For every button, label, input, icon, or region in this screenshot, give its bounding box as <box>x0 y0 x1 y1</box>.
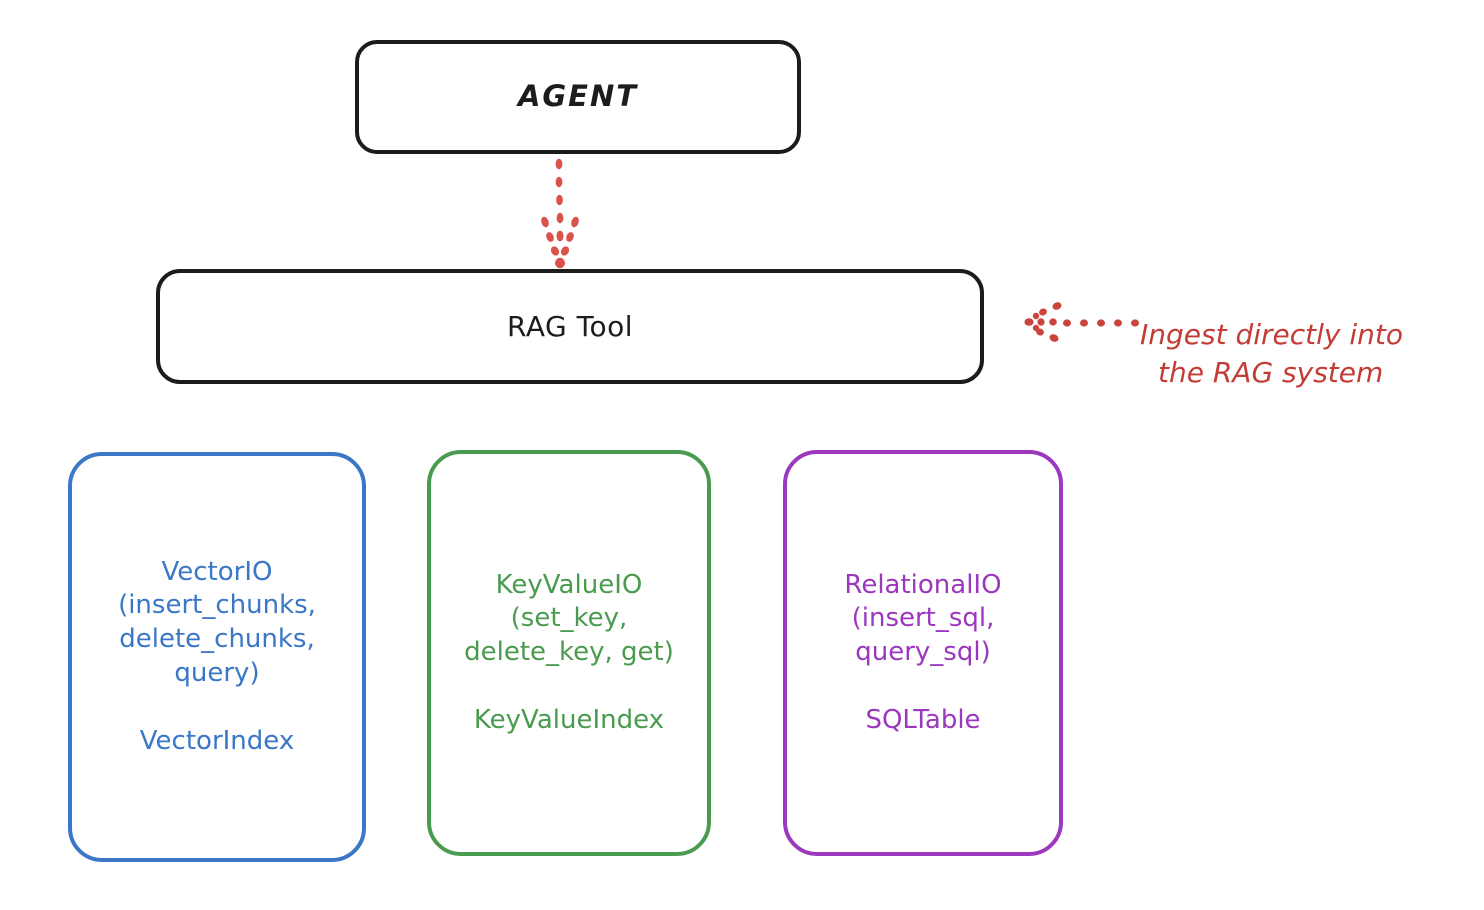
agent-to-rag-tool-arrow-icon <box>541 158 579 269</box>
node-rag-tool[interactable]: RAG Tool <box>156 269 984 384</box>
node-key-value-io-label: KeyValueIO (set_key, delete_key, get) Ke… <box>464 569 674 735</box>
node-agent[interactable]: AGENT <box>355 40 801 154</box>
node-vector-io-label: VectorIO (insert_chunks, delete_chunks, … <box>118 556 316 756</box>
ingest-annotation-line-1: Ingest directly into <box>1140 317 1404 351</box>
ingest-to-rag-tool-arrow-icon <box>1024 302 1139 342</box>
node-rag-tool-label: RAG Tool <box>507 309 633 343</box>
node-relational-io[interactable]: RelationalIO (insert_sql, query_sql) SQL… <box>783 450 1063 856</box>
node-agent-label: AGENT <box>517 79 639 114</box>
node-key-value-io[interactable]: KeyValueIO (set_key, delete_key, get) Ke… <box>427 450 711 856</box>
node-vector-io[interactable]: VectorIO (insert_chunks, delete_chunks, … <box>68 452 366 862</box>
ingest-annotation-line-2: the RAG system <box>1158 355 1384 389</box>
ingest-annotation: Ingest directly into the RAG system <box>1140 278 1470 429</box>
node-relational-io-label: RelationalIO (insert_sql, query_sql) SQL… <box>844 569 1002 735</box>
